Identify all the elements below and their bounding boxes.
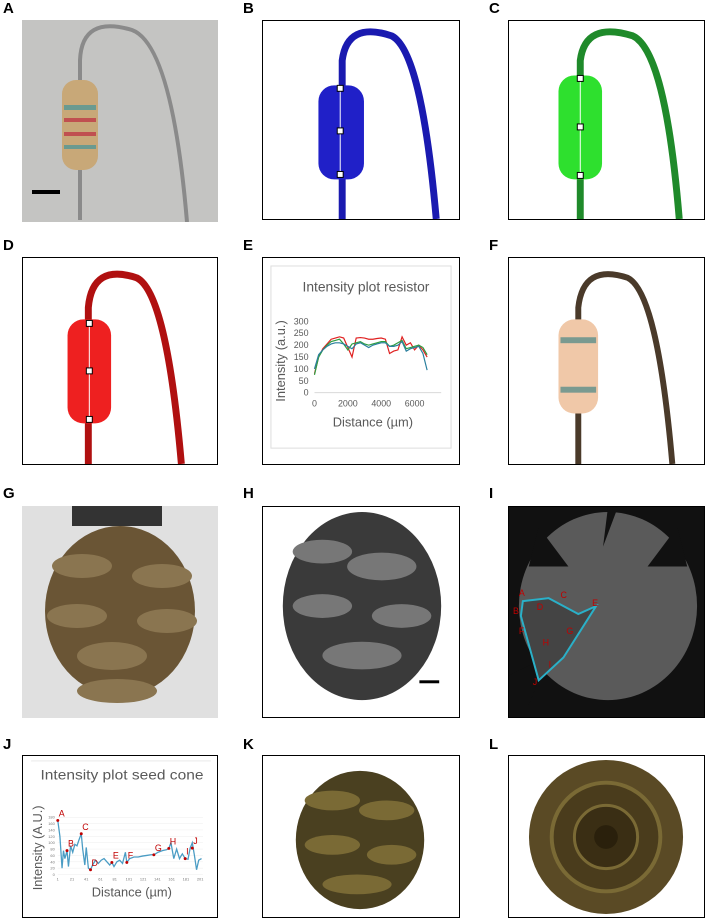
y-axis-label: Intensity (A.U.)	[30, 805, 45, 890]
photo-resistor-cropped	[508, 257, 705, 465]
chart-frame	[270, 265, 452, 449]
point-marker-G	[152, 853, 156, 857]
scale-bar	[32, 190, 60, 194]
slice-label-4: E	[592, 598, 598, 608]
x-tick: 121	[140, 876, 147, 881]
point-label-F: F	[128, 850, 134, 860]
label-d: D	[3, 237, 14, 254]
y-tick: 120	[48, 834, 55, 839]
y-tick: 100	[294, 364, 309, 374]
series-line-green	[313, 338, 428, 375]
point-label-D: D	[92, 858, 98, 868]
x-tick: 41	[84, 876, 88, 881]
y-tick: 150	[294, 352, 309, 362]
point-marker-C	[79, 832, 83, 836]
chart-title: Intensity plot seed cone	[40, 767, 203, 783]
y-tick: 250	[294, 328, 309, 338]
label-h: H	[243, 485, 254, 502]
photo-blue-channel	[262, 20, 460, 220]
photo-green-channel	[508, 20, 705, 220]
point-label-B: B	[68, 839, 74, 849]
y-tick: 80	[50, 847, 55, 852]
photo-seed-cone-grayscale	[262, 506, 460, 718]
label-a: A	[3, 0, 14, 17]
x-tick: 61	[98, 876, 102, 881]
label-b: B	[243, 0, 254, 17]
x-tick: 161	[168, 876, 175, 881]
point-label-E: E	[113, 850, 119, 860]
y-tick: 0	[53, 872, 56, 877]
label-f: F	[489, 237, 499, 254]
point-label-J: J	[193, 836, 197, 846]
chart-resistor-intensity: Intensity plot resistor 0 50 100 150 200 250 30…	[262, 257, 460, 465]
x-axis-label: Distance (µm)	[92, 884, 172, 899]
label-j: J	[3, 736, 12, 753]
scale-bar	[419, 680, 440, 684]
y-axis-label: Intensity (a.u.)	[273, 320, 288, 401]
point-marker-F	[125, 860, 129, 864]
series-line-red	[313, 335, 428, 374]
x-tick: 21	[70, 876, 74, 881]
label-e: E	[243, 237, 254, 254]
point-label-I: I	[186, 847, 188, 857]
point-marker-E	[110, 860, 114, 864]
photo-seed-cone	[22, 506, 218, 718]
chart-title: Intensity plot resistor	[302, 279, 429, 295]
point-label-H: H	[170, 836, 176, 846]
point-marker-D	[89, 868, 92, 872]
series-line	[57, 820, 202, 871]
point-label-A: A	[59, 808, 65, 818]
label-g: G	[3, 485, 15, 502]
point-label-G: G	[155, 843, 162, 853]
point-label-C: C	[82, 822, 89, 832]
point-marker-H	[167, 846, 171, 850]
photo-resistor	[22, 20, 218, 222]
y-tick: 60	[50, 853, 55, 858]
slice-label-5: F	[519, 626, 525, 636]
x-tick: 4000	[371, 399, 391, 409]
x-tick: 181	[183, 876, 190, 881]
x-tick: 0	[312, 399, 317, 409]
slice-label-1: B	[513, 606, 519, 616]
series-line-blue	[313, 340, 428, 371]
y-tick: 0	[304, 388, 309, 398]
slice-label-2: C	[560, 590, 567, 600]
y-tick: 20	[50, 866, 55, 871]
point-marker-I	[183, 857, 187, 861]
y-tick: 200	[294, 340, 309, 350]
y-tick: 300	[294, 316, 309, 326]
x-axis-label: Distance (µm)	[333, 414, 413, 429]
y-tick: 140	[48, 827, 55, 832]
x-tick: 6000	[405, 399, 425, 409]
x-tick: 1	[57, 876, 59, 881]
slice-label-9: J	[533, 677, 537, 687]
point-marker-A	[56, 818, 60, 822]
y-tick: 180	[48, 815, 55, 820]
x-tick: 81	[113, 876, 117, 881]
label-k: K	[243, 736, 254, 753]
slice-label-6: G	[566, 626, 573, 636]
y-tick: 40	[50, 859, 55, 864]
x-tick: 2000	[338, 399, 358, 409]
slice-label-0: A	[519, 588, 525, 598]
x-tick: 101	[126, 876, 133, 881]
render-seed-cone-top	[508, 755, 705, 918]
y-tick: 50	[299, 376, 309, 386]
x-tick: 201	[197, 876, 204, 881]
render-seed-cone-side	[262, 755, 460, 918]
slice-label-3: D	[537, 602, 543, 612]
point-marker-B	[65, 849, 69, 853]
label-c: C	[489, 0, 500, 17]
x-tick: 141	[154, 876, 161, 881]
slice-label-8: I	[549, 659, 551, 669]
slice-label-7: H	[543, 638, 549, 648]
label-i: I	[489, 485, 494, 502]
y-tick: 160	[48, 821, 55, 826]
photo-red-channel	[22, 257, 218, 465]
y-tick: 100	[48, 840, 55, 845]
label-l: L	[489, 736, 499, 753]
point-marker-J	[190, 846, 194, 850]
